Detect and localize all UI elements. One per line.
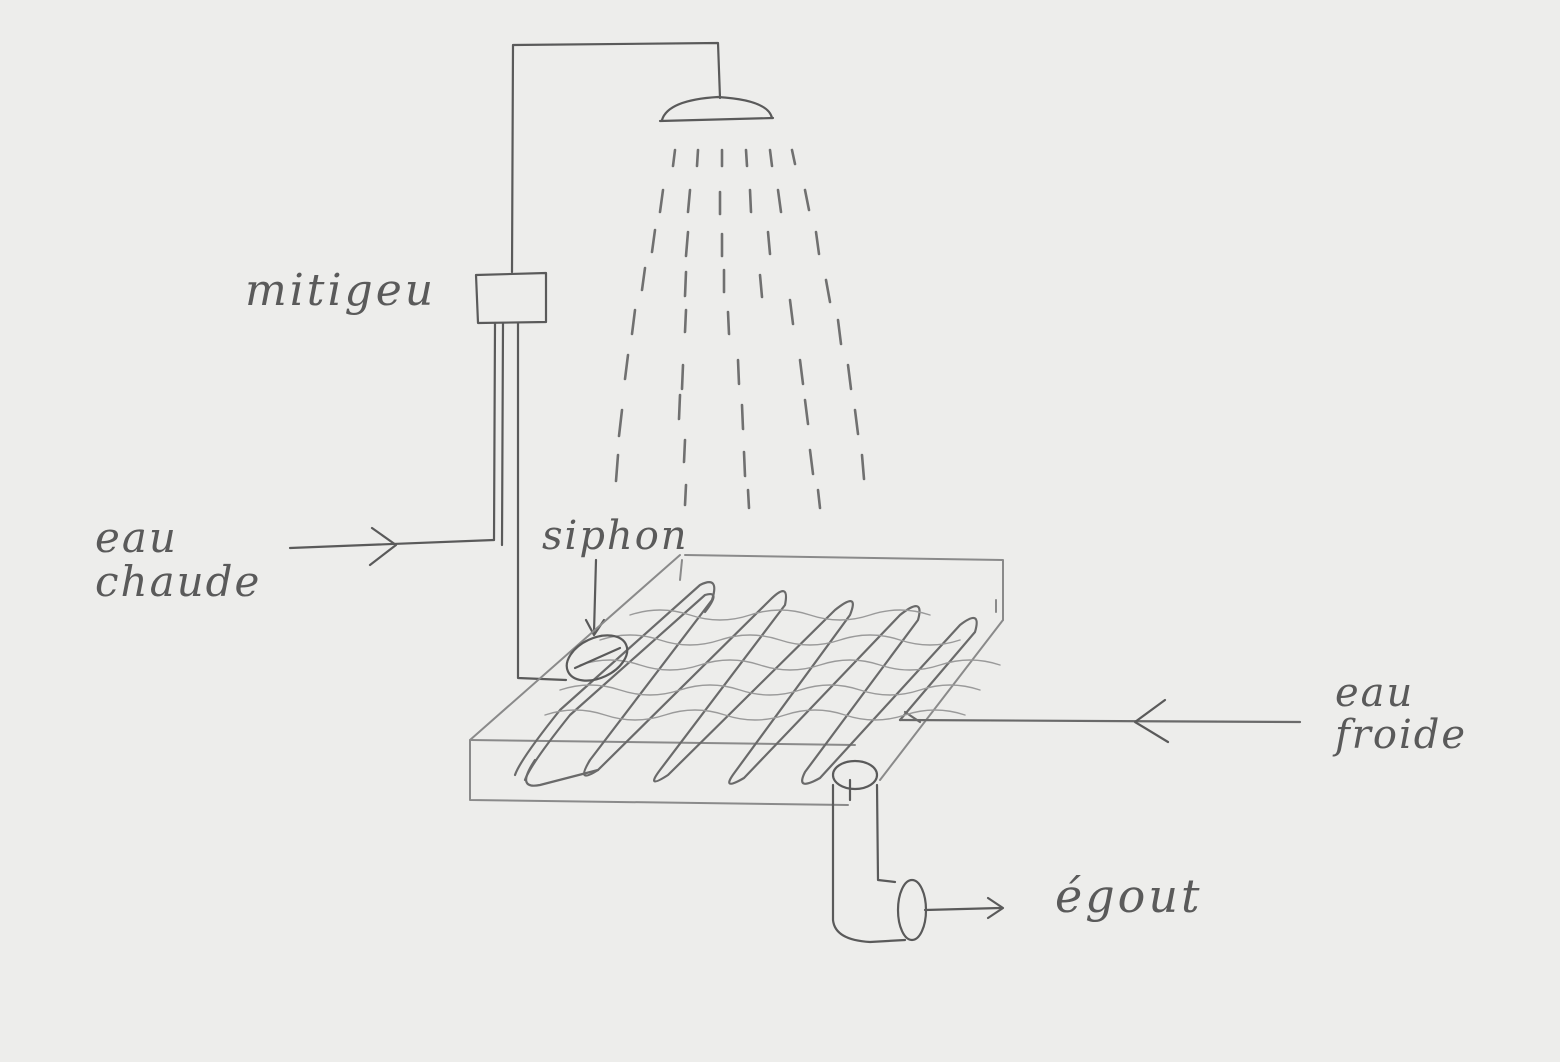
cold-water-arrow bbox=[1133, 698, 1170, 744]
hot-water-arrow bbox=[288, 526, 496, 567]
siphon-drain bbox=[565, 634, 629, 682]
hot-water-pipe bbox=[492, 321, 568, 682]
shower-tray bbox=[469, 554, 1004, 806]
water-wave-lines bbox=[544, 609, 1001, 721]
shower-pipe bbox=[510, 41, 722, 274]
heat-exchanger-coil bbox=[513, 581, 1302, 787]
drain-pipe bbox=[831, 759, 928, 944]
mixer-label: mitigeu bbox=[245, 265, 437, 316]
sewer-label: égout bbox=[1055, 869, 1203, 923]
shower-head bbox=[658, 95, 775, 123]
water-spray bbox=[614, 148, 866, 510]
cold-water-label: eau froide bbox=[1335, 670, 1468, 758]
hot-water-label: eau chaude bbox=[95, 513, 262, 607]
sewer-arrow bbox=[923, 896, 1005, 920]
siphon-label: siphon bbox=[542, 513, 689, 559]
mixer-valve bbox=[474, 271, 548, 325]
